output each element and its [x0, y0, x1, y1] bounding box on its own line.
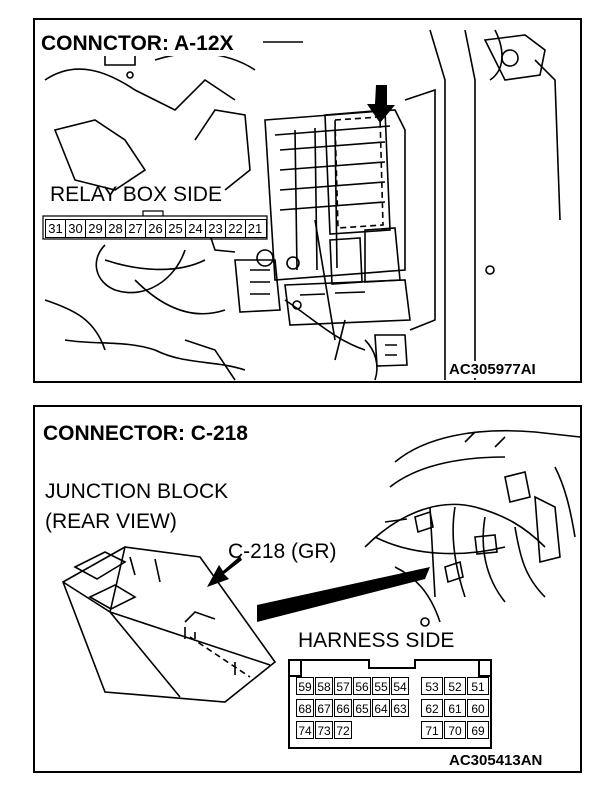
pin: 23	[206, 220, 226, 237]
pin: 28	[106, 220, 126, 237]
pin: 73	[315, 721, 333, 739]
arrow-indicator	[367, 85, 395, 123]
pin: 65	[353, 699, 371, 717]
pin: 57	[334, 677, 352, 695]
pin: 29	[86, 220, 106, 237]
pin: 67	[315, 699, 333, 717]
harness-connector-grid: 59 58 57 56 55 54 53 52 51 68 67 66 65 6…	[288, 659, 492, 749]
pin: 55	[372, 677, 390, 695]
pin: 72	[334, 721, 352, 739]
pin: 70	[444, 721, 466, 739]
pin: 66	[334, 699, 352, 717]
pin: 21	[247, 221, 263, 236]
pin: 24	[186, 220, 206, 237]
connector-a12x-title: CONNCTOR: A-12X	[38, 32, 237, 56]
pin: 52	[444, 677, 466, 695]
pin: 54	[391, 677, 409, 695]
rear-view-label: (REAR VIEW)	[45, 510, 177, 533]
pin: 61	[444, 699, 466, 717]
pin: 26	[146, 220, 166, 237]
zoom-wedge	[257, 567, 430, 622]
pin: 58	[315, 677, 333, 695]
pin: 74	[296, 721, 314, 739]
pin: 64	[372, 699, 390, 717]
figure-code-top: AC305977AI	[447, 361, 538, 378]
connector-callout-label: C-218 (GR)	[228, 540, 337, 563]
harness-side-label: HARNESS SIDE	[298, 629, 455, 652]
connector-c218-panel: CONNECTOR: C-218 JUNCTION BLOCK (REAR VI…	[33, 405, 582, 773]
relay-box-engine-illustration	[42, 29, 561, 381]
figure-code-bottom: AC305413AN	[447, 752, 545, 769]
junction-block-label: JUNCTION BLOCK	[45, 480, 229, 503]
junction-block-dashboard-illustration	[62, 429, 580, 703]
connector-key-left	[288, 659, 302, 677]
pin: 22	[226, 220, 246, 237]
connector-lock-tab	[368, 659, 416, 669]
relay-box-pin-row: 31 30 29 28 27 26 25 24 23 22 21	[45, 219, 267, 238]
connector-a12x-panel: CONNCTOR: A-12X RELAY BOX SIDE 31 30 29 …	[33, 18, 582, 383]
pin: 62	[421, 699, 443, 717]
relay-box-side-label: RELAY BOX SIDE	[50, 183, 222, 206]
harness-row-3: 74 73 72 71 70 69	[296, 721, 490, 739]
pin: 69	[467, 721, 489, 739]
pin: 71	[421, 721, 443, 739]
connector-key-right	[478, 659, 492, 677]
pin: 63	[391, 699, 409, 717]
pin: 25	[166, 220, 186, 237]
pin: 51	[467, 677, 489, 695]
pin: 68	[296, 699, 314, 717]
pin: 59	[296, 677, 314, 695]
pin: 53	[421, 677, 443, 695]
pin: 27	[126, 220, 146, 237]
arrow-indicator	[207, 556, 242, 587]
pin: 31	[46, 220, 66, 237]
harness-row-2: 68 67 66 65 64 63 62 61 60	[296, 699, 490, 717]
pin: 30	[66, 220, 86, 237]
connector-c218-title: CONNECTOR: C-218	[40, 422, 251, 446]
pin: 60	[467, 699, 489, 717]
harness-row-1: 59 58 57 56 55 54 53 52 51	[296, 677, 490, 695]
pin: 56	[353, 677, 371, 695]
